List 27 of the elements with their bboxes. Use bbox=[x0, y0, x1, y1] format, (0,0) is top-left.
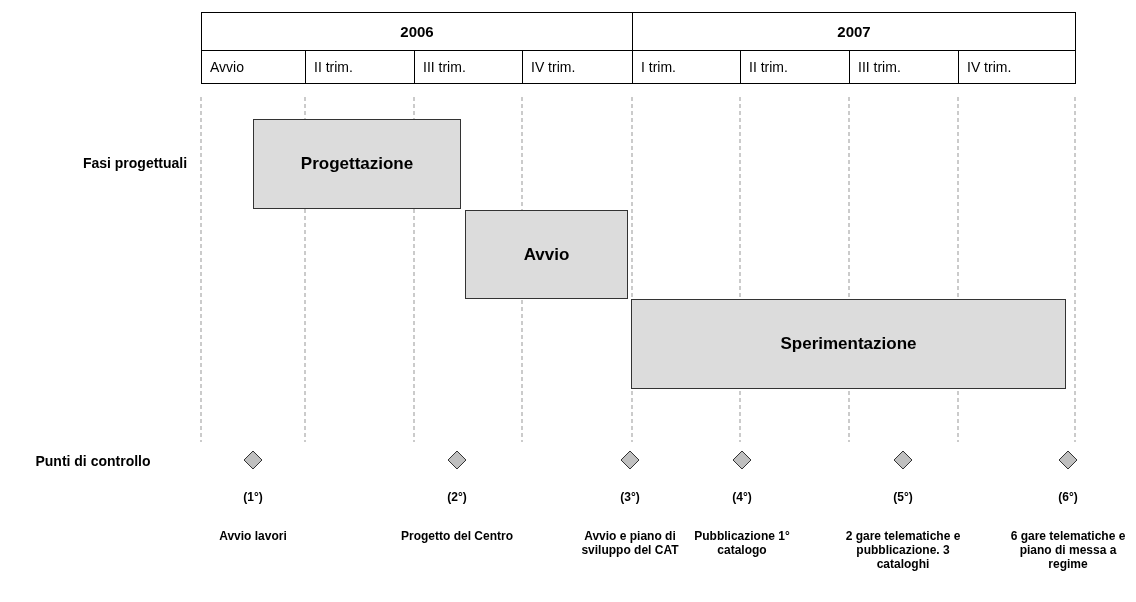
milestone-description: 2 gare telematiche e pubblicazione. 3 cataloghi bbox=[844, 529, 962, 571]
milestone-description: 6 gare telematiche e piano di messa a regime bbox=[1009, 529, 1127, 571]
milestone-description: Avvio lavori bbox=[218, 529, 288, 543]
milestone-diamond bbox=[893, 450, 913, 470]
phase-bar: Sperimentazione bbox=[631, 299, 1066, 389]
milestone-diamond bbox=[243, 450, 263, 470]
milestone-description: Progetto del Centro bbox=[400, 529, 514, 543]
milestone-description: Pubblicazione 1° catalogo bbox=[693, 529, 791, 557]
year-header: 2006 bbox=[201, 12, 633, 51]
milestone-number: (5°) bbox=[892, 490, 914, 504]
row-label: Fasi progettuali bbox=[81, 155, 189, 171]
quarter-header: IV trim. bbox=[958, 50, 1076, 84]
milestone-number: (2°) bbox=[446, 490, 468, 504]
milestone-number: (1°) bbox=[242, 490, 264, 504]
milestone-description: Avvio e piano di sviluppo del CAT bbox=[580, 529, 680, 557]
phase-bar: Progettazione bbox=[253, 119, 461, 209]
milestone-number: (6°) bbox=[1057, 490, 1079, 504]
phase-bar: Avvio bbox=[465, 210, 628, 299]
milestone-diamond bbox=[1058, 450, 1078, 470]
milestone-diamond bbox=[447, 450, 467, 470]
milestone-diamond bbox=[620, 450, 640, 470]
milestone-number: (4°) bbox=[731, 490, 753, 504]
quarter-header: Avvio bbox=[201, 50, 306, 84]
milestone-number: (3°) bbox=[619, 490, 641, 504]
year-header: 2007 bbox=[632, 12, 1076, 51]
row-label: Punti di controllo bbox=[34, 453, 152, 469]
milestone-diamond bbox=[732, 450, 752, 470]
